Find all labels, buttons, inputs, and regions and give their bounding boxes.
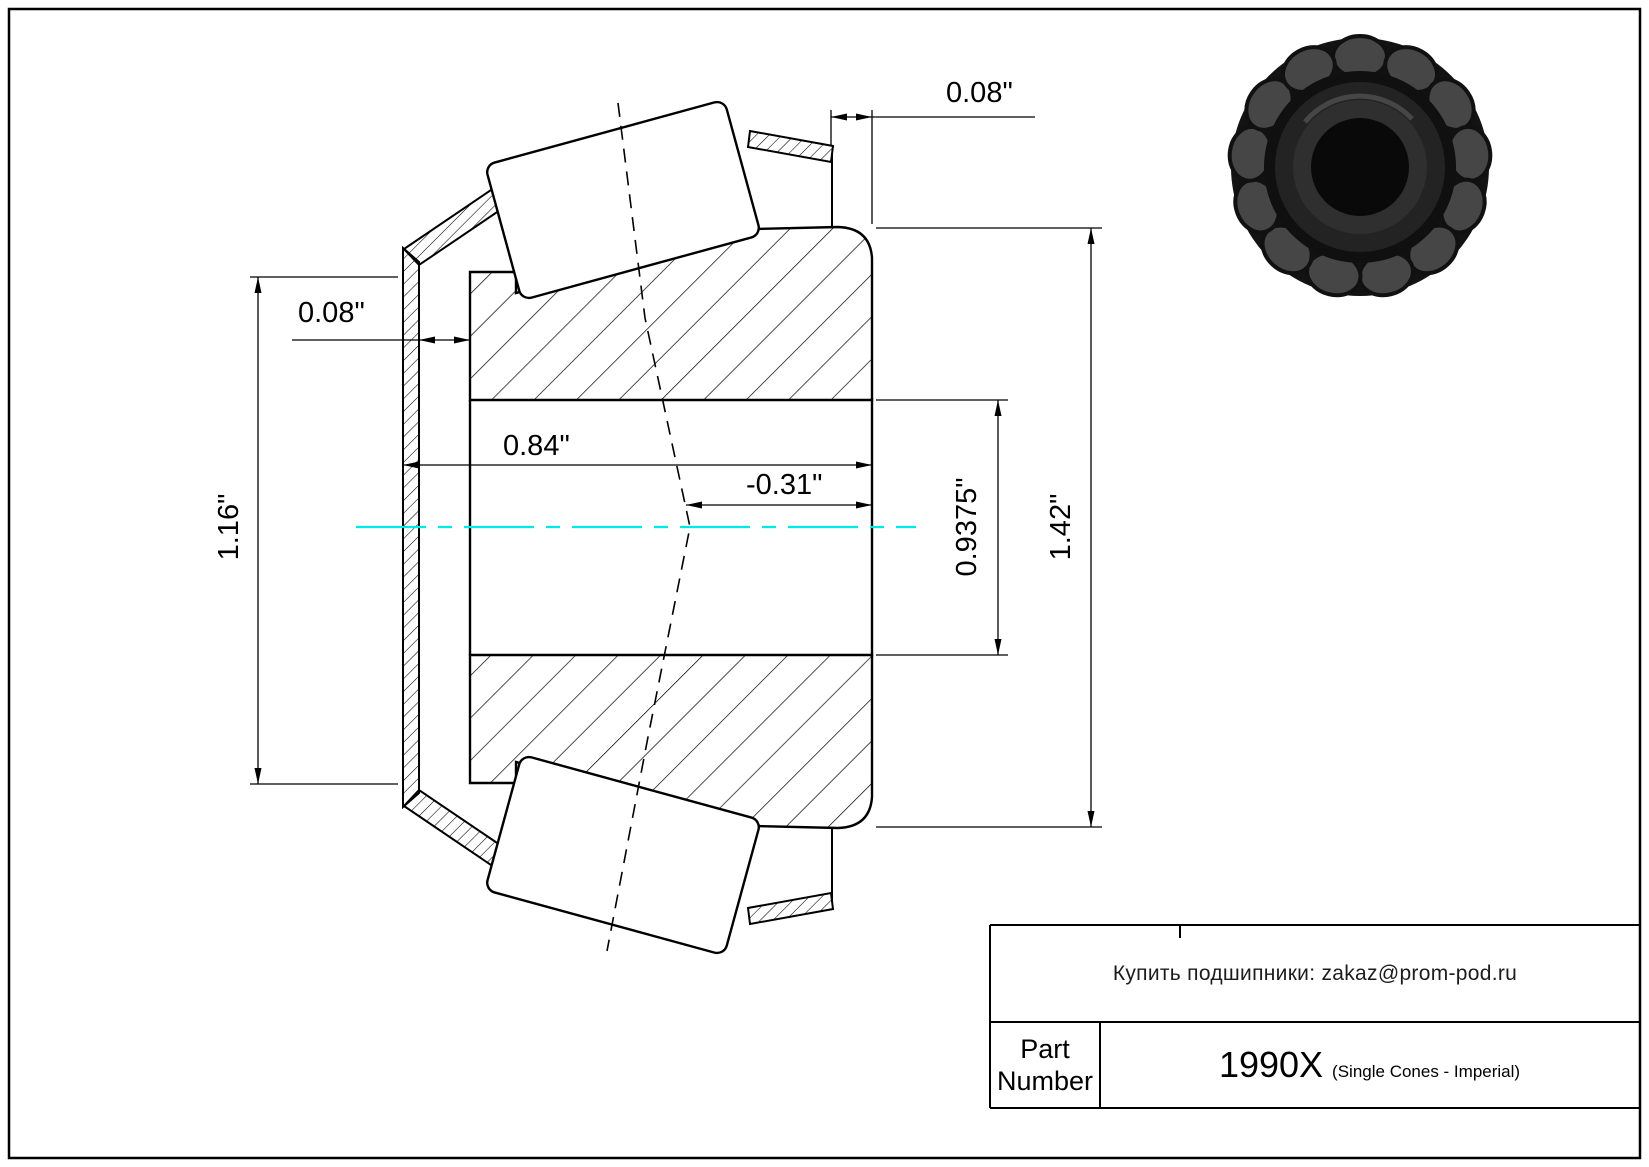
bearing-bore-hole — [1311, 118, 1409, 216]
dim-cage-height-text: 1.16" — [213, 494, 245, 561]
part-number-label: Part Number — [996, 1033, 1094, 1096]
title-block-grid — [989, 924, 1641, 1109]
bottom-roller — [486, 755, 760, 955]
part-series-note: (Single Cones - Imperial) — [1332, 1062, 1521, 1081]
cage-lower-right-section — [746, 891, 835, 926]
dimension-bore-diameter: 0.9375" — [876, 399, 1008, 656]
sheet-border — [7, 7, 1642, 1160]
dim-outer-diameter-text: 1.42" — [1045, 494, 1077, 561]
dim-overall-width-text: 0.84" — [503, 430, 570, 462]
dim-left-offset-text: 0.08" — [298, 297, 365, 329]
dimension-left-offset: 0.08" — [292, 297, 470, 344]
dim-bore-diameter-text: 0.9375" — [951, 478, 983, 577]
dimension-stand-out: -0.31" — [686, 469, 872, 509]
contact-text: Купить подшипники: zakaz@prom-pod.ru — [1112, 961, 1518, 985]
bearing-photo — [1227, 34, 1493, 298]
dimension-top-offset: 0.08" — [830, 77, 1035, 224]
roller-axis-construction-line — [606, 102, 691, 952]
part-number-cell: 1990X (Single Cones - Imperial) — [1100, 1022, 1639, 1108]
bearing-highlight — [1303, 93, 1414, 124]
part-number-value: 1990X — [1218, 1044, 1324, 1085]
dimension-overall-width: 0.84" — [403, 430, 872, 469]
roller-group — [486, 100, 760, 955]
dim-top-offset-text: 0.08" — [946, 77, 1013, 109]
cage-upper-right-section — [746, 129, 835, 164]
cone-section-group — [468, 225, 874, 830]
dimension-outer-diameter: 1.42" — [876, 227, 1102, 828]
top-roller — [486, 100, 760, 300]
dim-stand-out-text: -0.31" — [746, 469, 822, 501]
dimension-cage-height: 1.16" — [213, 276, 398, 785]
